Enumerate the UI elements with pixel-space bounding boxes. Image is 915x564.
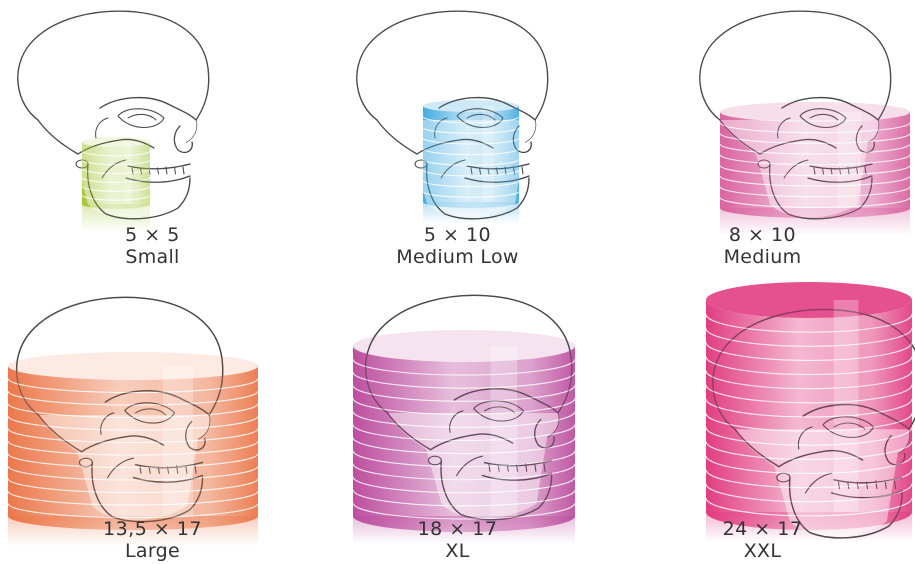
fov-caption-small: 5 × 5 Small xyxy=(0,224,305,268)
skull-tooth-line xyxy=(522,167,523,174)
fov-cylinder-top xyxy=(353,330,575,362)
fov-size-label: Large xyxy=(0,540,305,562)
fov-cylinder-top xyxy=(706,282,912,318)
skull-overlay-lines xyxy=(18,11,209,219)
fov-panel-xxl: 24 × 17 XXL xyxy=(610,282,915,564)
fov-size-label: Medium xyxy=(610,246,915,268)
skull-eyelid-line xyxy=(128,114,156,120)
fov-panel-medium: 8 × 10 Medium xyxy=(610,0,915,282)
fov-caption-xl: 18 × 17 XL xyxy=(305,518,610,562)
fov-dimension: 24 × 17 xyxy=(610,518,915,540)
fov-dimension: 13,5 × 17 xyxy=(0,518,305,540)
skull-tooth-line xyxy=(183,167,184,174)
fov-caption-medium-low: 5 × 10 Medium Low xyxy=(305,224,610,268)
skull-brow-ridge xyxy=(100,98,196,120)
fov-caption-large: 13,5 × 17 Large xyxy=(0,518,305,562)
fov-size-label: XL xyxy=(305,540,610,562)
fov-dimension: 5 × 5 xyxy=(0,224,305,246)
fov-caption-medium: 8 × 10 Medium xyxy=(610,224,915,268)
fov-caption-xxl: 24 × 17 XXL xyxy=(610,518,915,562)
fov-cylinder-top xyxy=(8,352,258,380)
fov-panel-xl: 18 × 17 XL xyxy=(305,282,610,564)
fov-dimension: 8 × 10 xyxy=(610,224,915,246)
fov-dimension: 18 × 17 xyxy=(305,518,610,540)
fov-size-label: Small xyxy=(0,246,305,268)
fov-size-label: XXL xyxy=(610,540,915,562)
fov-size-label: Medium Low xyxy=(305,246,610,268)
fov-cylinder-top xyxy=(720,102,910,122)
fov-dimension: 5 × 10 xyxy=(305,224,610,246)
fov-panel-medium-low: 5 × 10 Medium Low xyxy=(305,0,610,282)
fov-panel-small: 5 × 5 Small xyxy=(0,0,305,282)
fov-cylinder-top xyxy=(423,100,519,112)
fov-panel-large: 13,5 × 17 Large xyxy=(0,282,305,564)
